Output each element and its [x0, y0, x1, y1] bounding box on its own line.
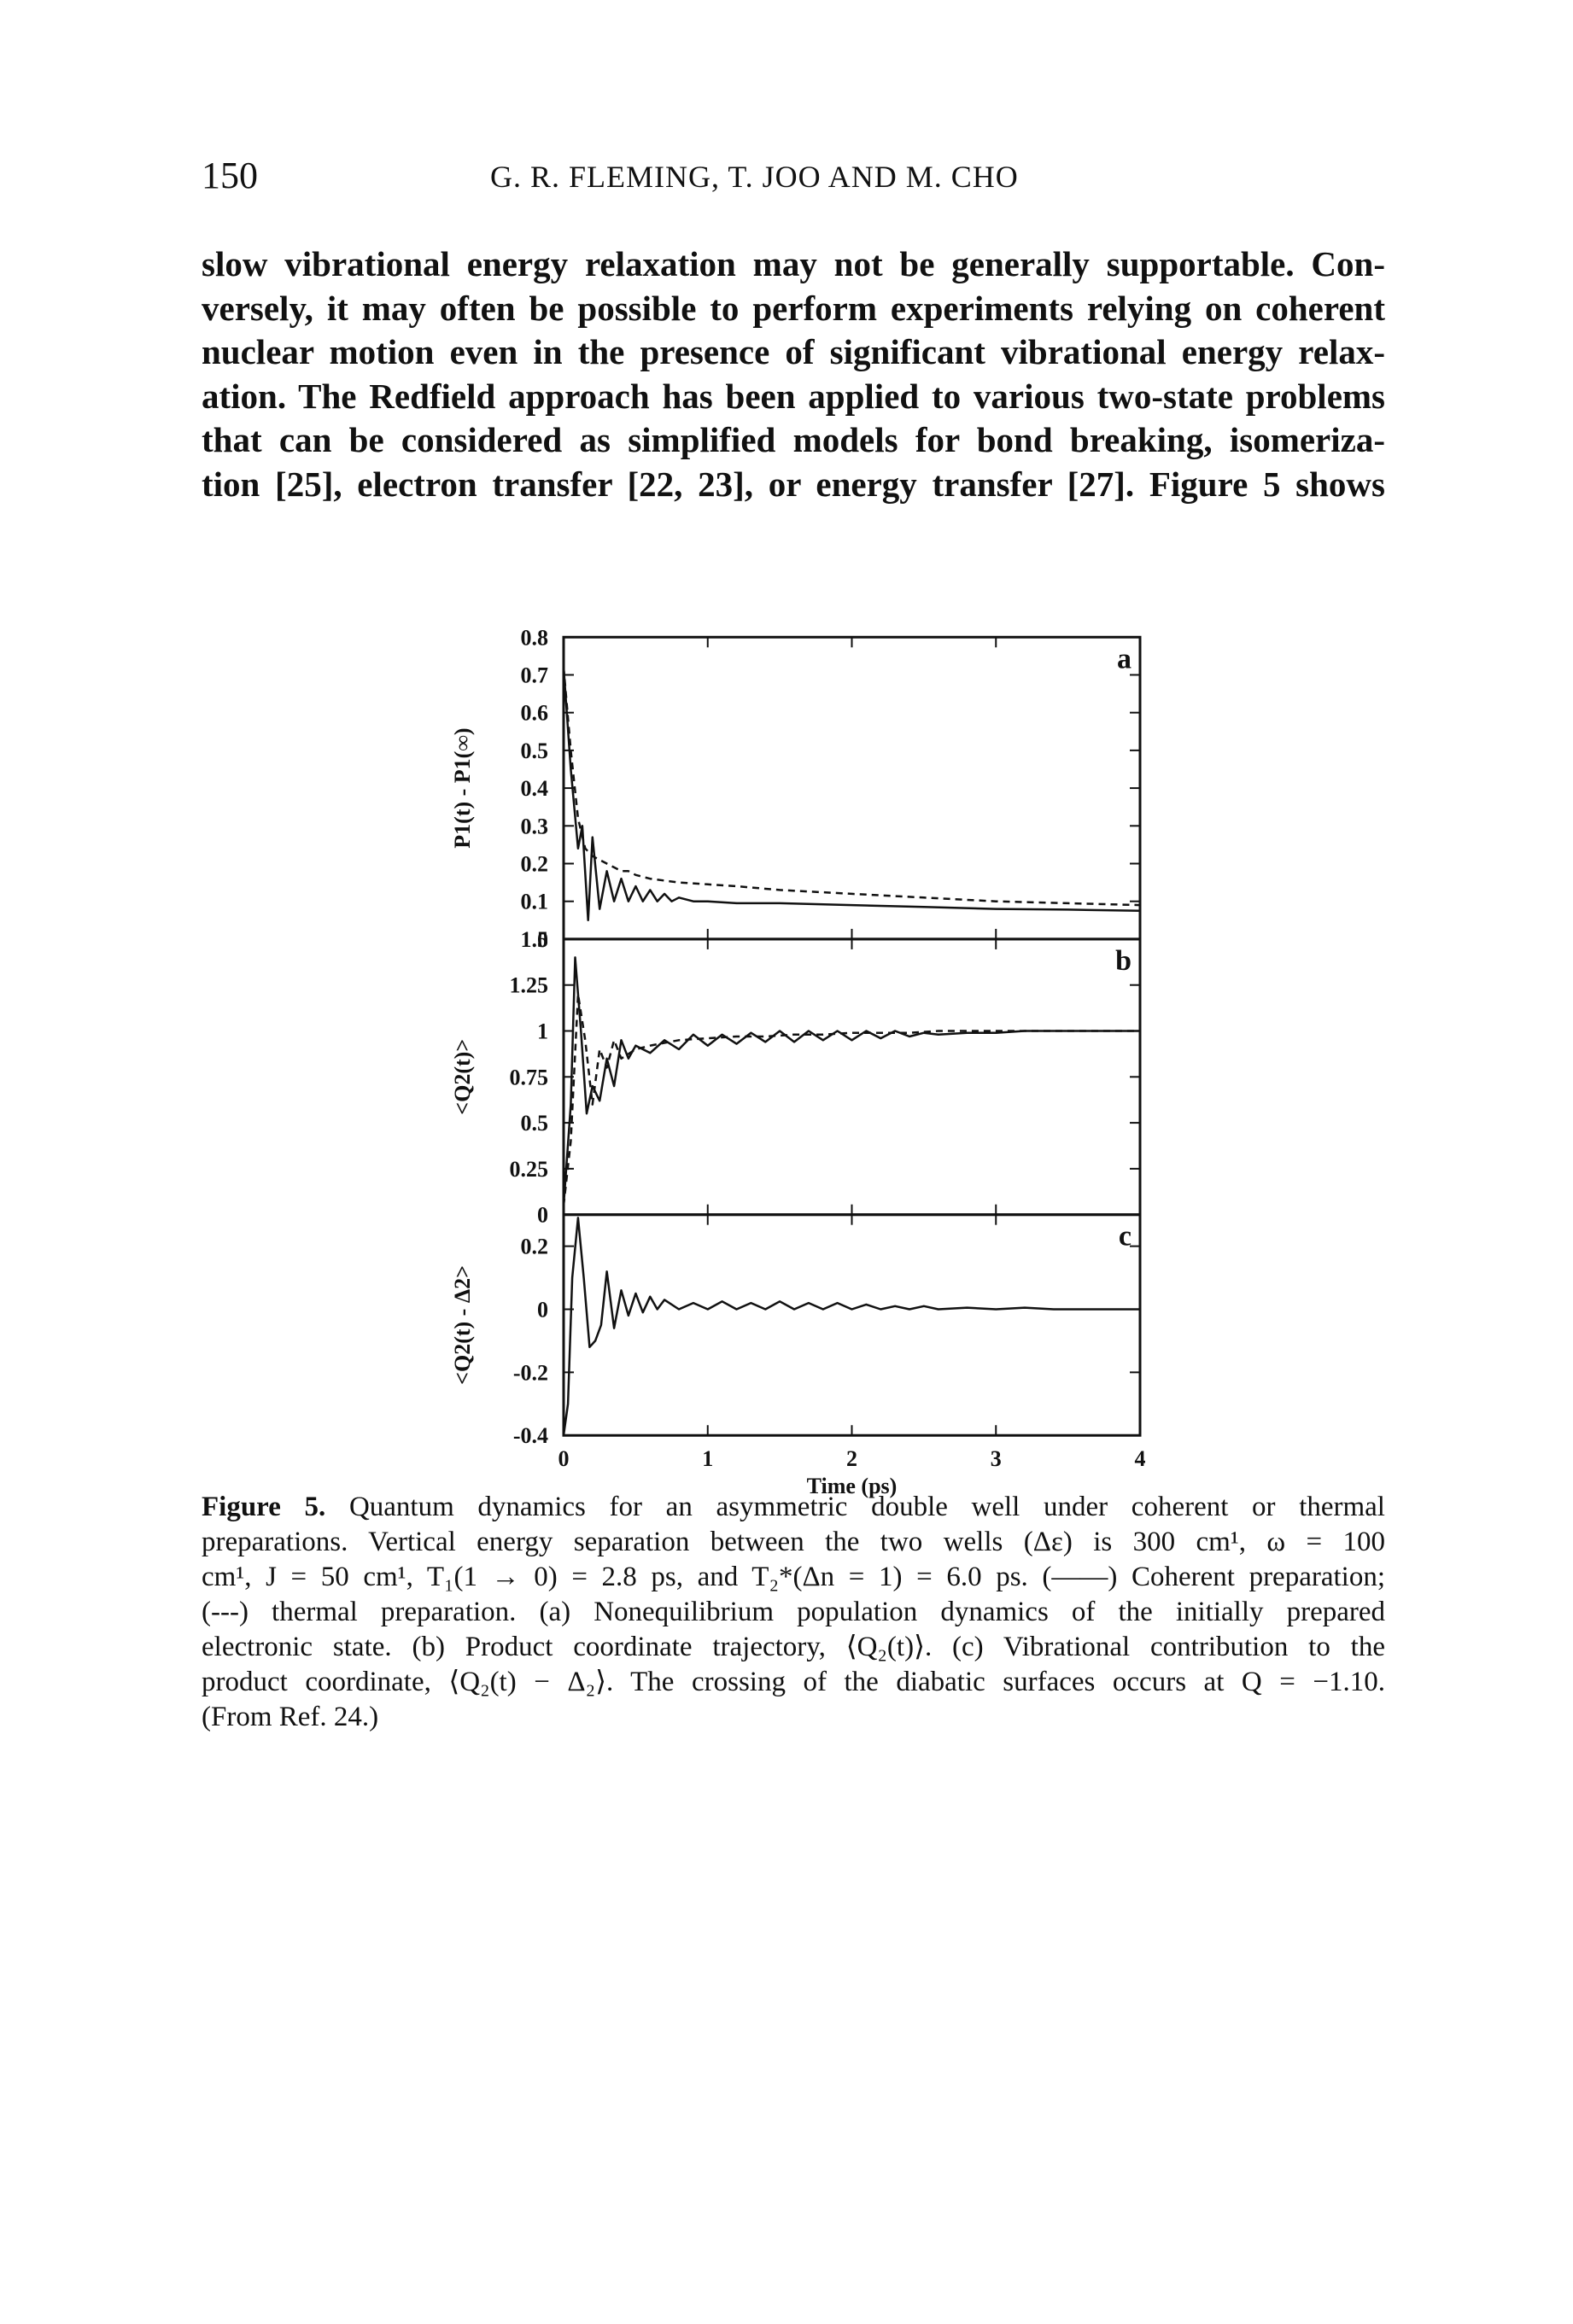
y-tick-label: 0 [537, 1203, 548, 1228]
caption-label: Figure 5. [202, 1492, 326, 1522]
running-head: G. R. FLEMING, T. JOO AND M. CHO [490, 160, 1019, 194]
body-line: ation. The Redfield approach has been ap… [202, 376, 1385, 416]
panel-label-b: b [1115, 945, 1132, 977]
x-tick-label: 4 [1135, 1446, 1146, 1471]
y-tick-label: 0.2 [521, 852, 549, 877]
body-line: slow vibrational energy relaxation may n… [202, 244, 1385, 283]
caption-line: Figure 5. Quantum dynamics for an asymme… [202, 1490, 1385, 1525]
y-axis-label-c: <Q2(t) - Δ2> [450, 1265, 475, 1385]
y-tick-label: 0.1 [521, 890, 549, 914]
body-paragraph: slow vibrational energy relaxation may n… [202, 242, 1385, 506]
body-line: tion [25], electron transfer [22, 23], o… [202, 464, 1385, 504]
y-tick-label: 0.8 [521, 625, 549, 650]
y-tick-label: 1.5 [521, 927, 549, 952]
y-tick-label: 0.5 [521, 739, 549, 763]
series-solid-c [562, 1217, 1140, 1436]
series-dashed-b [562, 993, 1140, 1206]
y-tick-label: 0.3 [521, 814, 549, 838]
panel-b-frame [562, 937, 1142, 1217]
x-axis-label: Time (ps) [807, 1474, 898, 1498]
x-tick-label: 0 [558, 1446, 570, 1471]
series-dashed-a [562, 667, 1141, 907]
series-solid-a [562, 667, 1141, 922]
x-tick-label: 2 [846, 1446, 857, 1471]
caption-line: cm¹, J = 50 cm¹, T₁(1 → 0) = 2.8 ps, and… [202, 1562, 1385, 1592]
figure-caption: Figure 5. Quantum dynamics for an asymme… [202, 1490, 1385, 1735]
figure-5-plot: 0 0.1 0.2 0.3 0.4 0.5 0.6 0.7 0.8 aP1(t) - P1(∞) 0… [450, 625, 1146, 1498]
caption-text: Quantum dynamics for an asymmetric doubl… [348, 1492, 1385, 1522]
x-tick-label: 3 [991, 1446, 1002, 1471]
y-tick-label: 0.7 [521, 663, 549, 687]
series-solid-b [562, 956, 1140, 1206]
y-tick-label: -0.2 [513, 1360, 548, 1385]
panel-c-frame [562, 1213, 1142, 1437]
body-line: nuclear motion even in the presence of s… [202, 332, 1385, 371]
caption-line: electronic state. (b) Product coordinate… [202, 1632, 1385, 1662]
caption-line: (From Ref. 24.) [202, 1702, 379, 1732]
y-tick-label: 0 [537, 1297, 548, 1322]
y-tick-label: 0.2 [521, 1235, 549, 1259]
x-tick-label: 1 [702, 1446, 713, 1471]
y-tick-label: 0.6 [521, 701, 549, 726]
y-axis-label-a: P1(t) - P1(∞) [450, 727, 475, 848]
y-tick-label: 0.4 [521, 776, 549, 801]
page-header: 150 G. R. FLEMING, T. JOO AND M. CHO [202, 154, 1414, 205]
caption-line: product coordinate, ⟨Q₂(t) − Δ₂⟩. The cr… [202, 1667, 1385, 1697]
body-line: that can be considered as simplified mod… [202, 420, 1385, 459]
panel-label-a: a [1117, 643, 1132, 674]
body-line: versely, it may often be possible to per… [202, 288, 1385, 328]
y-axis-label-b: <Q2(t)> [450, 1039, 475, 1115]
caption-line: preparations. Vertical energy separation… [202, 1527, 1385, 1557]
y-tick-label: 0.5 [521, 1111, 549, 1136]
y-tick-label: -0.4 [513, 1423, 548, 1448]
y-tick-label: 0.75 [510, 1065, 549, 1089]
caption-line: (---) thermal preparation. (a) Nonequili… [202, 1597, 1385, 1627]
panel-label-c: c [1119, 1221, 1132, 1253]
page-number: 150 [202, 155, 258, 196]
y-tick-label: 0.25 [510, 1157, 549, 1182]
y-tick-label: 1 [537, 1019, 548, 1044]
y-tick-label: 1.25 [510, 973, 549, 998]
y-tick-label: 0 [537, 927, 548, 952]
